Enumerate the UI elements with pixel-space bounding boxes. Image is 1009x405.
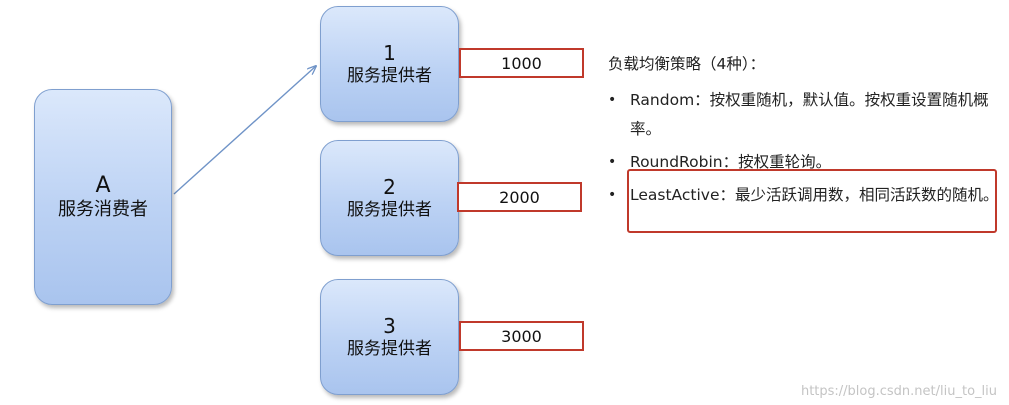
- provider-label: 服务提供者: [347, 339, 432, 359]
- strategy-random: Random：按权重随机，默认值。按权重设置随机概率。: [630, 91, 989, 138]
- list-item: • LeastActive：最少活跃调用数，相同活跃数的随机。: [608, 181, 1003, 210]
- provider-number: 1: [383, 41, 396, 65]
- provider-node-1: 1 服务提供者: [320, 6, 459, 122]
- leastactive-highlight-box: [627, 169, 997, 233]
- list-item: • Random：按权重随机，默认值。按权重设置随机概率。: [608, 86, 1003, 144]
- watermark: https://blog.csdn.net/liu_to_liu: [800, 384, 997, 399]
- strategy-panel: 负载均衡策略（4种）： • Random：按权重随机，默认值。按权重设置随机概率…: [608, 52, 1003, 214]
- consumer-to-provider-1-arrow: [173, 66, 316, 195]
- list-item: • RoundRobin：按权重轮询。: [608, 148, 1003, 177]
- consumer-label: 服务消费者: [58, 199, 148, 220]
- bullet-icon: •: [608, 92, 617, 108]
- strategy-leastactive: LeastActive：最少活跃调用数，相同活跃数的随机。: [630, 186, 999, 204]
- provider-weight-3: 3000: [459, 321, 584, 351]
- bullet-icon: •: [608, 154, 617, 170]
- provider-label: 服务提供者: [347, 66, 432, 86]
- provider-number: 2: [383, 175, 396, 199]
- provider-node-2: 2 服务提供者: [320, 140, 459, 256]
- strategy-heading: 负载均衡策略（4种）：: [608, 55, 766, 73]
- consumer-letter: A: [95, 173, 111, 198]
- provider-weight-2: 2000: [457, 182, 582, 212]
- provider-label: 服务提供者: [347, 200, 432, 220]
- bullet-icon: •: [608, 187, 617, 203]
- consumer-node: A 服务消费者: [34, 89, 172, 305]
- provider-number: 3: [383, 314, 396, 338]
- provider-weight-1: 1000: [459, 48, 584, 78]
- provider-node-3: 3 服务提供者: [320, 279, 459, 395]
- strategy-roundrobin: RoundRobin：按权重轮询。: [630, 153, 832, 171]
- strategy-list: • Random：按权重随机，默认值。按权重设置随机概率。 • RoundRob…: [608, 86, 1003, 210]
